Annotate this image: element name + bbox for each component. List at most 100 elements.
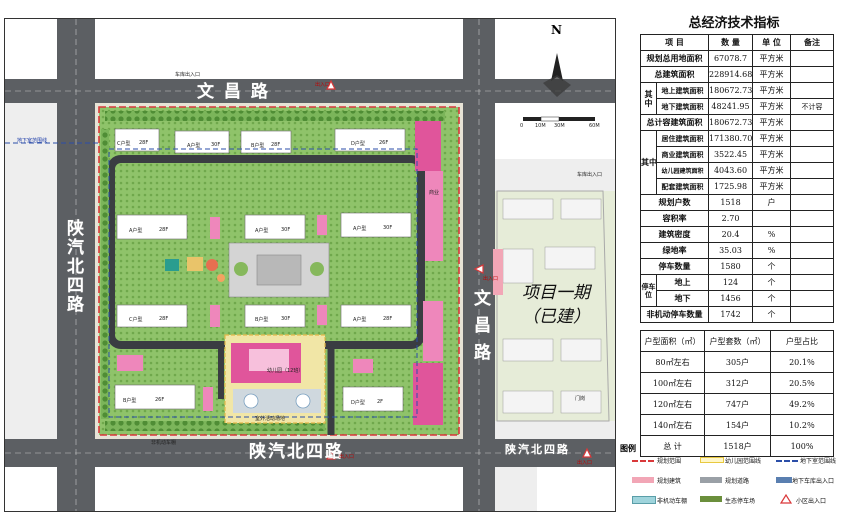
table-cell: 个 bbox=[752, 258, 792, 275]
building-type-label: D户型 bbox=[351, 141, 365, 147]
table-cell: 10.2％ bbox=[770, 414, 834, 436]
table-cell bbox=[790, 210, 835, 227]
building-floor-label: 30F bbox=[281, 227, 291, 233]
building-type-label: A户型 bbox=[353, 317, 367, 323]
table-row: 其中 居住建筑面积 171380.70 平方米 bbox=[640, 130, 835, 195]
table-cell: 67078.7 bbox=[708, 50, 754, 67]
north-entrance-label: 出入口 bbox=[315, 82, 331, 88]
building-floor-label: 28F bbox=[383, 316, 393, 322]
kindergarten-label: 幼儿园（12班） bbox=[267, 368, 304, 374]
building-floor-label: 28F bbox=[159, 316, 169, 322]
se-entrance-label: 出入口 bbox=[577, 460, 593, 466]
table-cell: 不计容 bbox=[790, 98, 835, 115]
indicator-table: 项 目 数 量 单 位 备注 规划总用地面积 67078.7 平方米 总建筑面积… bbox=[639, 34, 835, 323]
table-cell: 80㎡左右 bbox=[640, 351, 705, 373]
building-floor-label: 26F bbox=[155, 397, 165, 403]
legend-item-label: 规划建筑 bbox=[657, 478, 682, 485]
building-type-label: C户型 bbox=[117, 141, 131, 147]
table-cell: 总计容建筑面积 bbox=[639, 114, 710, 131]
table-cell: 个 bbox=[752, 274, 792, 291]
table-cell: 120㎡左右 bbox=[640, 393, 705, 415]
table-header-row: 户型面积（㎡） 户型套数（㎡） 户型占比 bbox=[640, 330, 834, 352]
table-cell: 171380.70 bbox=[708, 130, 754, 147]
legend-swatch-kindergarten bbox=[700, 457, 724, 463]
table-cell: 户 bbox=[752, 194, 792, 211]
road-south-right-label: 陕汽北四路 bbox=[505, 443, 570, 456]
table-cell: 100% bbox=[770, 435, 834, 457]
road-north-label: 文 昌 路 bbox=[197, 82, 270, 102]
table-cell: 平方米 bbox=[752, 66, 792, 83]
table-cell: 平方米 bbox=[752, 98, 792, 115]
indicator-panel: 总经济技术指标 项 目 数 量 单 位 备注 规划总用地面积 67078.7 平… bbox=[620, 14, 848, 457]
phase-gate-label: 门岗 bbox=[575, 396, 586, 402]
scale-label: 60M bbox=[589, 123, 600, 129]
building-floor-label: 30F bbox=[281, 316, 291, 322]
table-header-cell: 备注 bbox=[790, 34, 835, 51]
table-cell: 100㎡左右 bbox=[640, 372, 705, 394]
table-cell: 312户 bbox=[704, 372, 771, 394]
table-cell: 幼儿园建筑面积 bbox=[655, 162, 710, 179]
bike-shed-label: 非机动车棚 bbox=[151, 440, 177, 446]
table-cell: 1725.98 bbox=[708, 178, 754, 195]
table-cell bbox=[790, 194, 835, 211]
building-type-label: C户型 bbox=[129, 317, 143, 323]
scale-label: 0 bbox=[520, 123, 524, 129]
phase-one-label: 项目一期 （已建） bbox=[522, 283, 590, 327]
table-row: 配套建筑面积 1725.98 平方米 bbox=[641, 178, 835, 195]
legend-entrance-triangle-icon bbox=[780, 494, 792, 504]
legend-title: 图例 bbox=[620, 443, 636, 453]
building-type-label: B户型 bbox=[251, 143, 265, 149]
table-cell: 3522.45 bbox=[708, 146, 754, 163]
table-cell bbox=[790, 242, 835, 259]
table-cell: 48241.95 bbox=[708, 98, 754, 115]
table-row: 100㎡左右 312户 20.5％ bbox=[640, 372, 834, 394]
table-row: 规划总用地面积 67078.7 平方米 bbox=[639, 50, 835, 67]
legend-item-label: 规划道路 bbox=[725, 478, 750, 485]
table-cell: 平方米 bbox=[752, 130, 792, 147]
table-cell: 20.4 bbox=[708, 226, 754, 243]
table-cell: 154户 bbox=[704, 414, 771, 436]
table-row: 地下 1456 个 bbox=[641, 290, 835, 307]
table-cell: 居住建筑面积 bbox=[655, 130, 710, 147]
table-cell: 180672.73 bbox=[708, 82, 754, 99]
building-floor-label: 26F bbox=[379, 140, 389, 146]
table-row: 绿地率 35.03 % bbox=[639, 242, 835, 259]
site-plan: 文 昌 路 陕汽北四路 陕汽北四路 陕汽北四路 文 昌 路 项目一期 （已建） … bbox=[4, 18, 616, 512]
table-cell: 747户 bbox=[704, 393, 771, 415]
legend-item-label: 规划范围 bbox=[657, 458, 682, 465]
building-floor-label: 28F bbox=[139, 140, 149, 146]
table-row: 其中 地上建筑面积 180672.73 平方米 bbox=[640, 82, 835, 115]
south-entrance-label: 出入口 bbox=[339, 454, 355, 460]
scale-label: 30M bbox=[554, 123, 565, 129]
table-cell: 平方米 bbox=[752, 114, 792, 131]
unit-mix-table: 户型面积（㎡） 户型套数（㎡） 户型占比 80㎡左右 305户 20.1％ 10… bbox=[640, 330, 834, 457]
table-cell: 总建筑面积 bbox=[639, 66, 710, 83]
compass-north-label: N bbox=[551, 23, 562, 37]
table-row: 总建筑面积 228914.68 平方米 bbox=[639, 66, 835, 83]
table-row: 建筑密度 20.4 % bbox=[639, 226, 835, 243]
table-cell bbox=[790, 258, 835, 275]
table-cell: 2.70 bbox=[708, 210, 754, 227]
legend-swatch-building bbox=[632, 477, 654, 483]
table-cell: 1518 bbox=[708, 194, 754, 211]
table-header-cell: 数 量 bbox=[708, 34, 754, 51]
table-cell: 20.5％ bbox=[770, 372, 834, 394]
legend-swatch-garage-ramp bbox=[776, 477, 792, 483]
table-cell: 180672.73 bbox=[708, 114, 754, 131]
building-type-label: A户型 bbox=[255, 228, 269, 234]
table-cell bbox=[790, 146, 835, 163]
table-cell: 124 bbox=[708, 274, 754, 291]
table-cell: 1456 bbox=[708, 290, 754, 307]
table-cell: 地上 bbox=[655, 274, 710, 291]
table-row: 幼儿园建筑面积 4043.60 平方米 bbox=[641, 162, 835, 179]
legend-swatch-boundary bbox=[632, 460, 654, 462]
table-cell: % bbox=[752, 226, 792, 243]
table-cell: 20.1％ bbox=[770, 351, 834, 373]
table-cell bbox=[790, 130, 835, 147]
table-row: 停车位 地上 124 个 bbox=[640, 274, 835, 307]
legend-swatch-bike-shed bbox=[632, 496, 656, 504]
road-south-label: 陕汽北四路 bbox=[249, 442, 344, 462]
table-cell bbox=[790, 66, 835, 83]
legend-item-label: 非机动车棚 bbox=[657, 498, 688, 505]
building-floor-label: 30F bbox=[383, 225, 393, 231]
